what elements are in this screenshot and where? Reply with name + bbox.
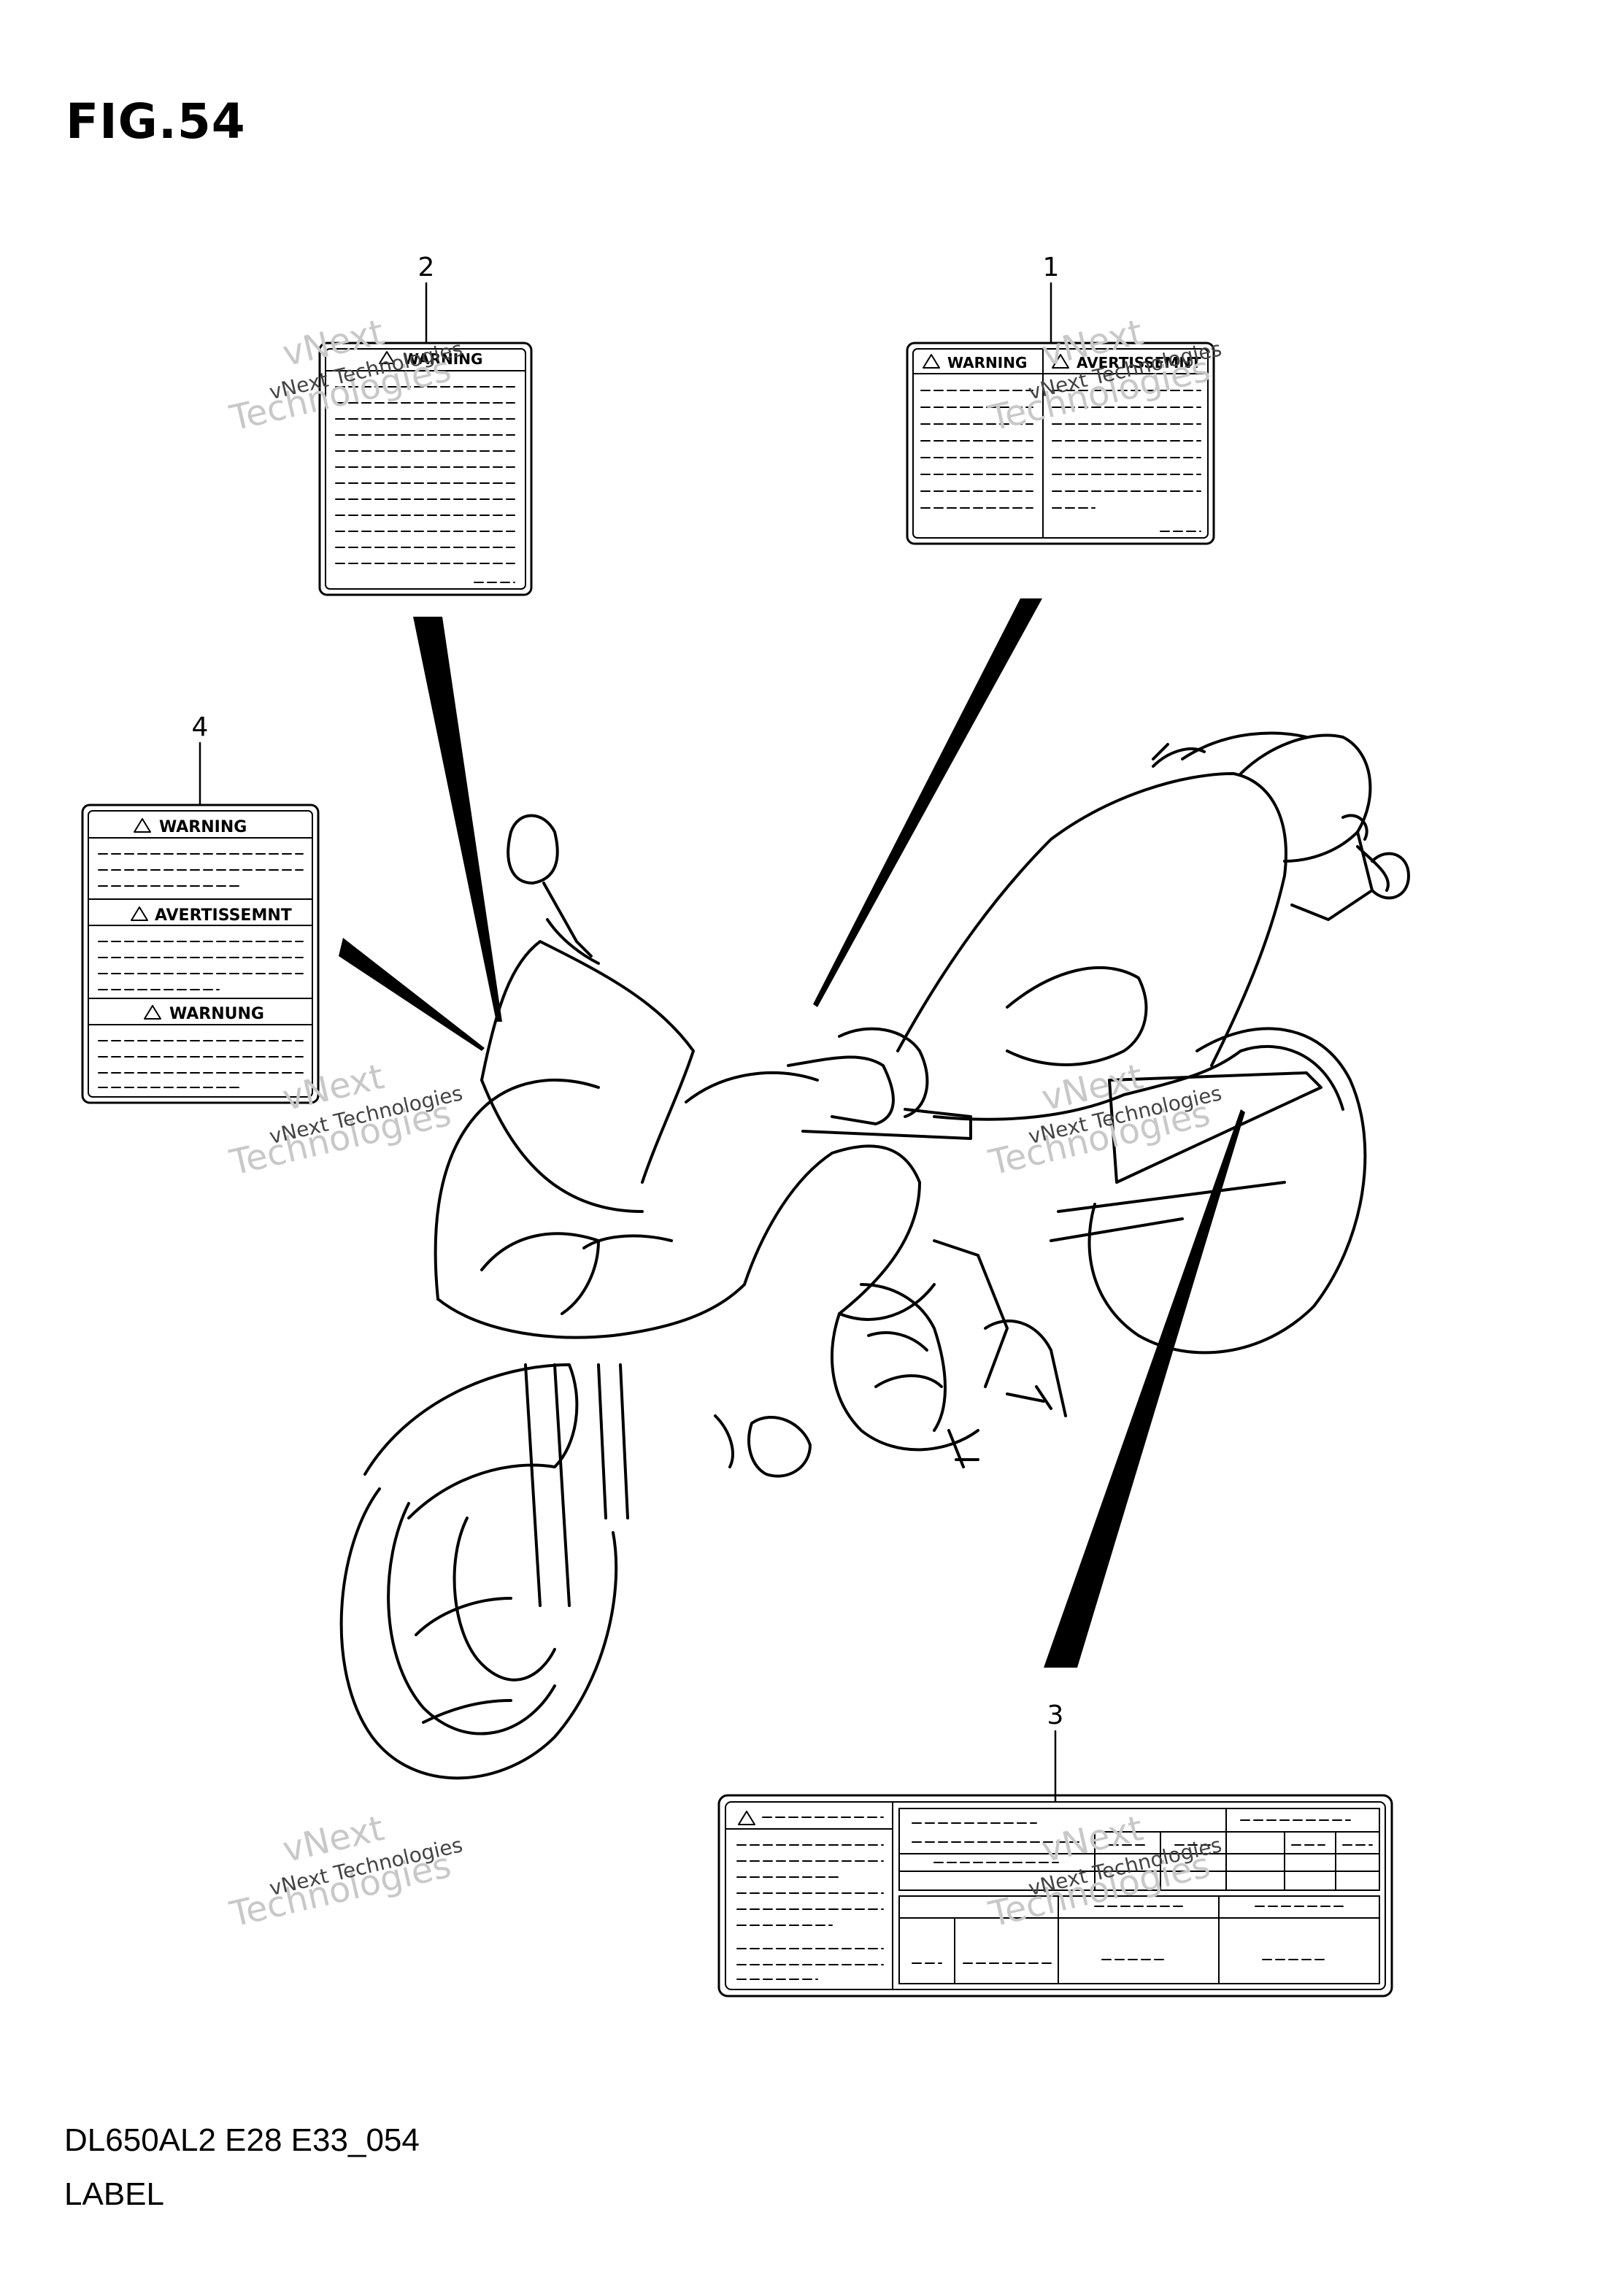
warning-triangle-icon [1052,354,1069,369]
label-3-diagram [717,1794,1393,1998]
motorcycle-outline [339,731,1410,1780]
figure-title: FIG.54 [66,93,246,150]
callout-2: 2 [418,253,435,282]
warning-triangle-icon [144,1005,161,1020]
warning-triangle-icon [134,818,151,833]
warning-triangle-icon [738,1811,755,1825]
warning-triangle-icon [379,351,395,364]
label-4-diagram: WARNING AVERTISSEMNT WARNUNG [81,804,320,1104]
callout-3: 3 [1047,1700,1064,1730]
label-4-heading-3: WARNUNG [169,1005,264,1023]
label-2-diagram: WARNING [318,342,533,596]
leader-lines [339,598,1245,1668]
leader-wedge-1 [813,598,1042,1007]
label-1-right-heading: AVERTISSEMNT [1077,354,1201,371]
label-2-heading: WARNING [403,350,482,368]
leader-wedge-4 [339,938,485,1051]
label-1-left-heading: WARNING [947,354,1027,371]
callout-1: 1 [1043,253,1060,282]
label-4-heading-2: AVERTISSEMNT [155,906,292,925]
callouts: 2 1 4 3 [192,253,1064,1803]
section-name: LABEL [64,2176,164,2212]
leader-wedge-3 [1044,1109,1245,1668]
watermarks: vNext Technologies vNext Technologies vN… [226,312,1224,1935]
label-1-diagram: WARNING AVERTISSEMNT [906,342,1215,545]
warning-triangle-icon [131,906,148,921]
leader-wedge-2 [413,617,502,1022]
callout-4: 4 [192,712,209,742]
label-4-heading-1: WARNING [159,818,247,836]
warning-triangle-icon [923,354,940,369]
model-code: DL650AL2 E28 E33_054 [64,2122,420,2158]
